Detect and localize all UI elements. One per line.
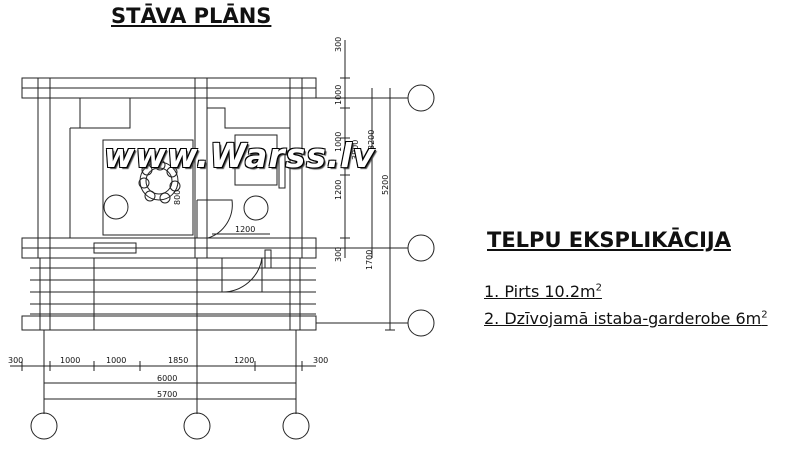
dim-door-width: 1200: [235, 225, 255, 234]
dim-right-4: 1200: [334, 180, 343, 200]
dim-right-3: 1000: [334, 132, 343, 152]
room-item-1: 1. Pirts 10.2m2: [484, 282, 602, 301]
room-label: 2. Dzīvojamā istaba-garderobe 6m: [484, 309, 762, 328]
dim-right-2: 1000: [334, 85, 343, 105]
dim-total-outer: 6000: [157, 374, 177, 383]
dim-right-mid-2: 3200: [367, 130, 376, 150]
page-title: STĀVA PLĀNS: [111, 4, 272, 28]
dim-bottom-4: 1850: [168, 356, 188, 365]
dim-bottom-5: 1200: [234, 356, 254, 365]
watermark-logo: www.Warss.lv: [104, 136, 376, 175]
room-unit-sup: 2: [595, 282, 602, 294]
room-unit-sup: 2: [761, 309, 768, 321]
dim-right-5: 300: [334, 247, 343, 262]
room-item-2: 2. Dzīvojamā istaba-garderobe 6m2: [484, 309, 768, 328]
dim-bottom-3: 1000: [106, 356, 126, 365]
dim-door-height: 800: [173, 190, 182, 205]
legend-title: TELPU EKSPLIKĀCIJA: [487, 228, 731, 252]
dim-right-1: 300: [334, 37, 343, 52]
dim-right-6: 1700: [365, 250, 374, 270]
dim-total-inner: 5700: [157, 390, 177, 399]
dim-right-total: 5200: [381, 175, 390, 195]
dim-bottom-1: 300: [8, 356, 23, 365]
dim-bottom-6: 300: [313, 356, 328, 365]
dim-right-mid-1: 3800: [351, 140, 360, 160]
dim-bottom-2: 1000: [60, 356, 80, 365]
room-label: 1. Pirts 10.2m: [484, 282, 596, 301]
